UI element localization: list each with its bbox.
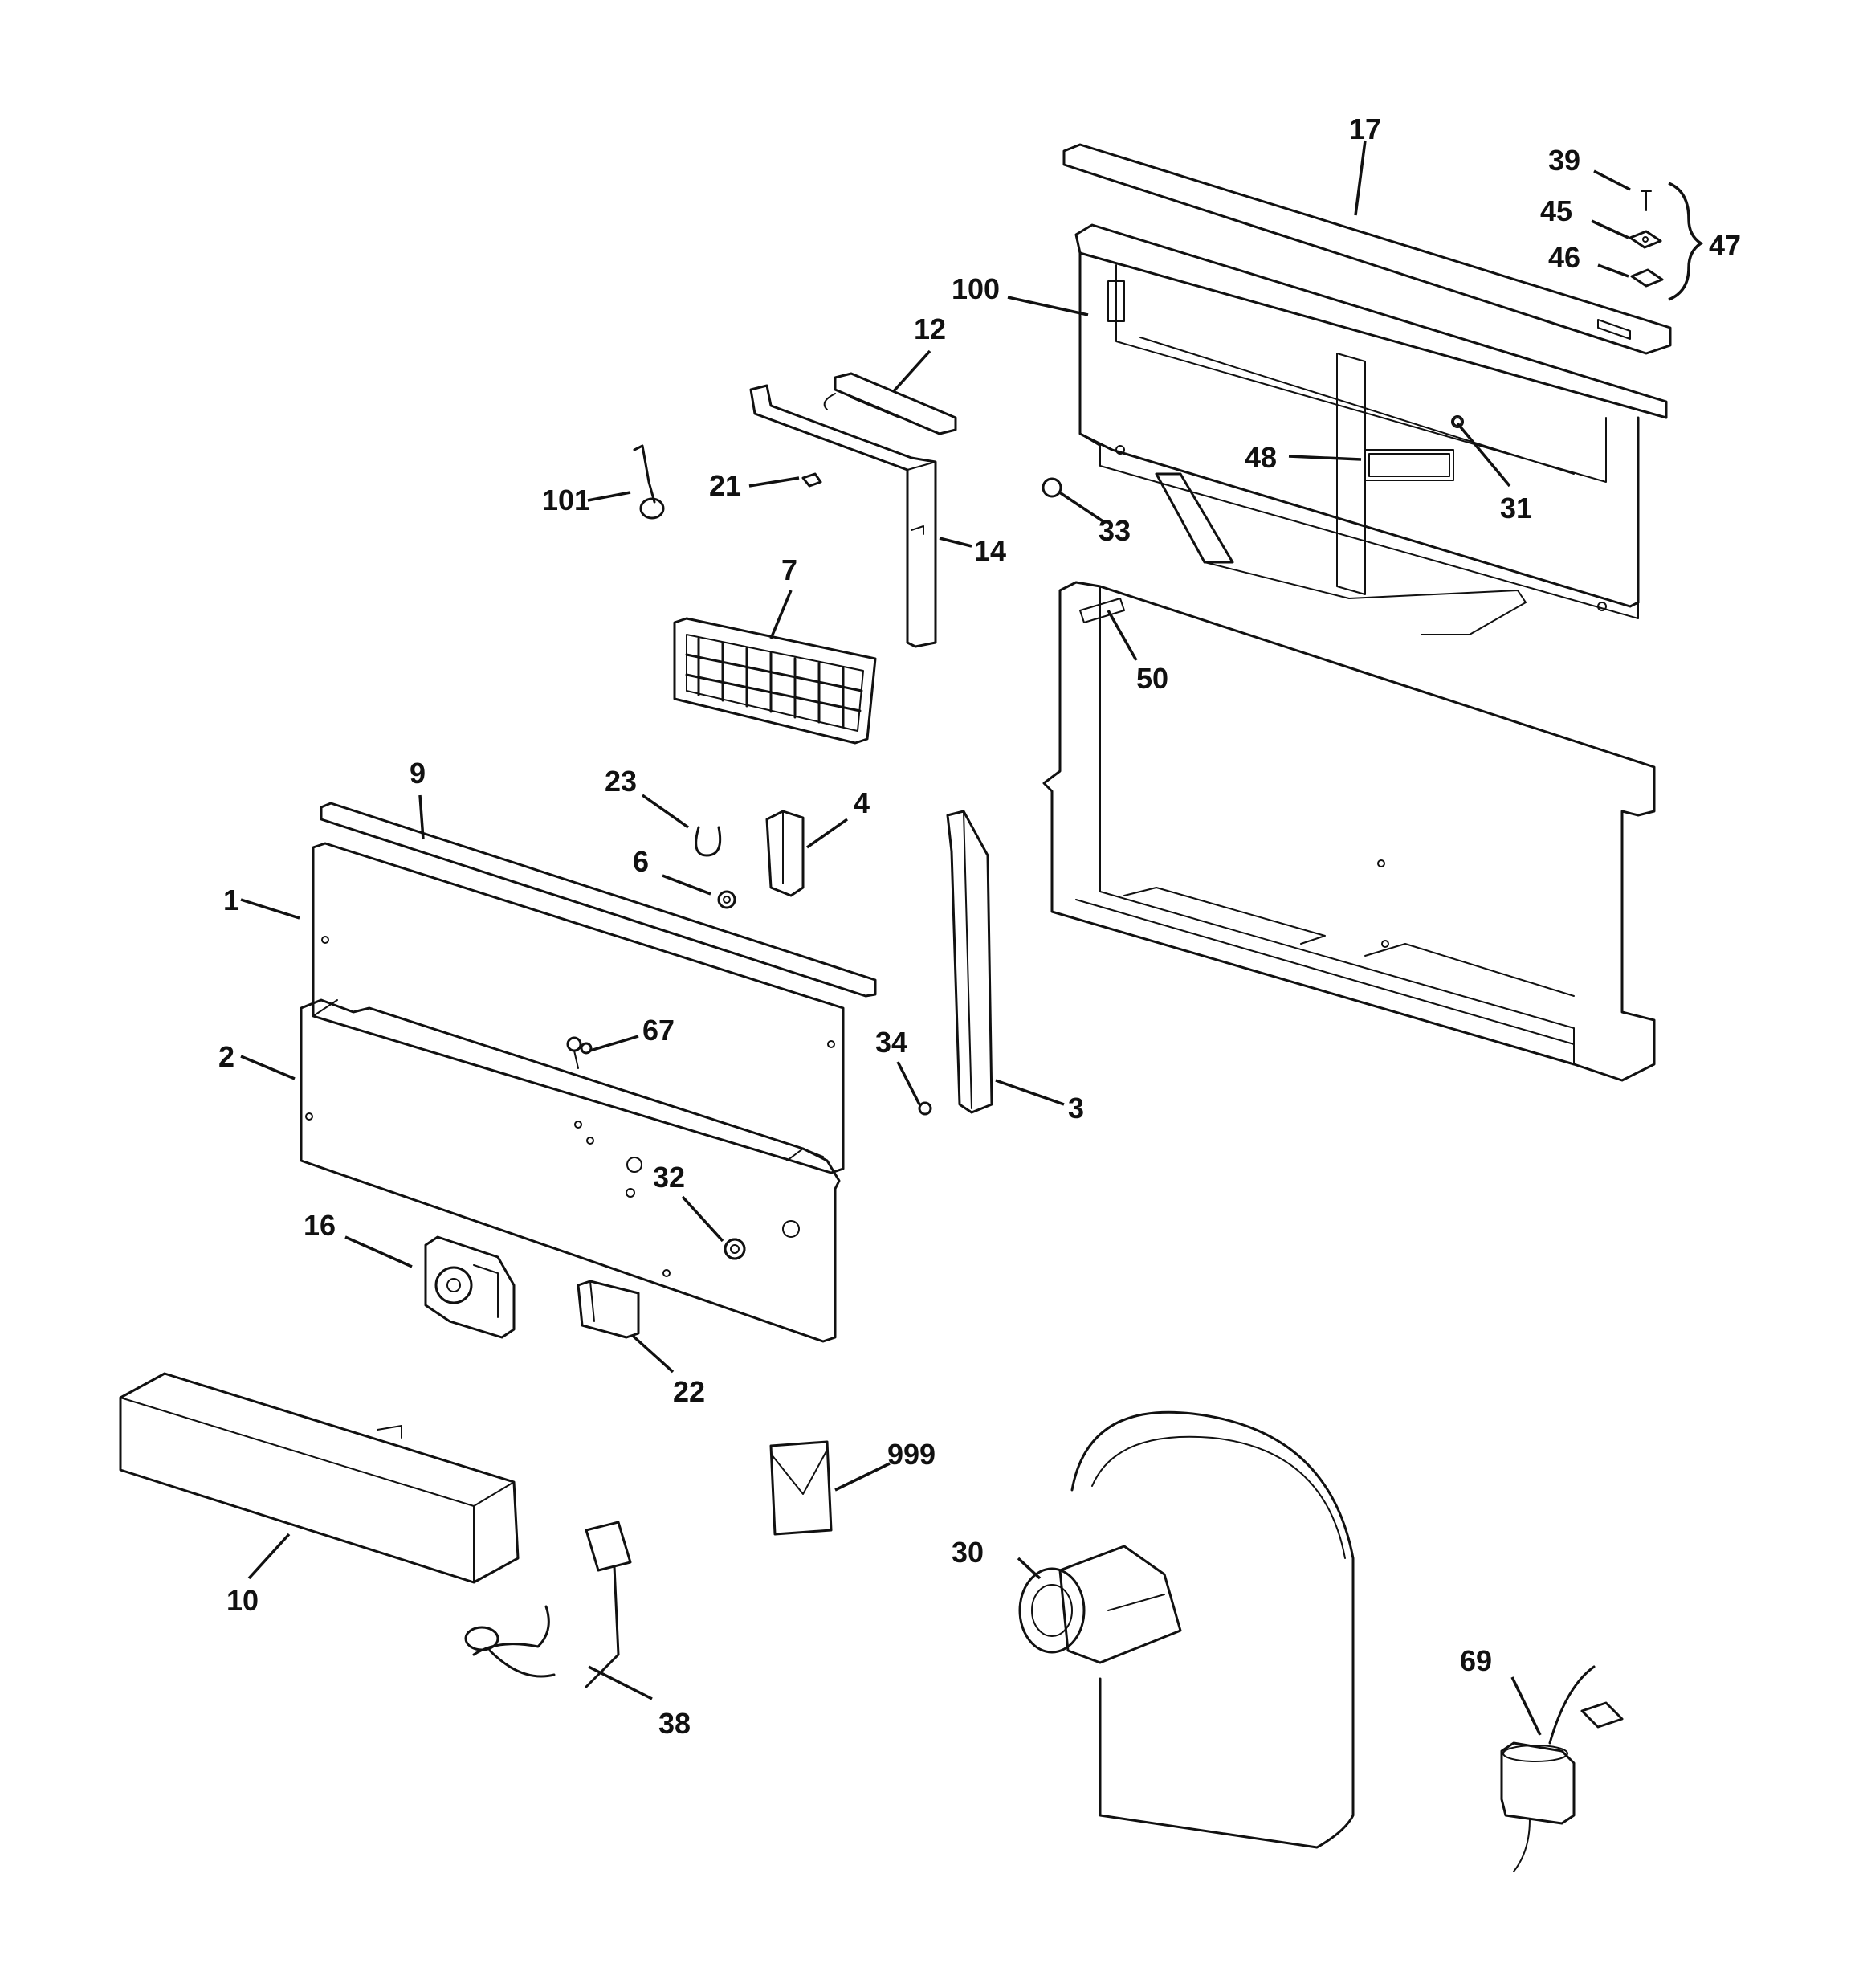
callout-17: 17	[1349, 112, 1381, 145]
callout-labels: 17 39 45 47 46 100 12 101 21 48 31 33 14…	[218, 112, 1741, 1740]
part-22-relay	[577, 1280, 640, 1339]
part-9-trim-strip	[320, 802, 877, 998]
part-16-motor-assembly	[424, 1235, 516, 1339]
callout-2: 2	[218, 1040, 234, 1073]
part-21-clip	[801, 472, 822, 488]
callout-46: 46	[1548, 241, 1580, 274]
callout-47: 47	[1709, 229, 1741, 262]
callout-7: 7	[781, 553, 797, 586]
part-2-control-panel	[300, 998, 841, 1343]
callout-32: 32	[653, 1161, 685, 1194]
callout-48: 48	[1245, 441, 1277, 474]
callout-39: 39	[1548, 144, 1580, 177]
callout-12: 12	[914, 312, 946, 345]
callout-67: 67	[642, 1014, 675, 1047]
part-67-screw	[566, 1036, 582, 1069]
callout-9: 9	[410, 757, 426, 790]
callout-14: 14	[974, 534, 1006, 567]
part-45-nut	[1629, 230, 1662, 249]
callout-10: 10	[226, 1584, 259, 1617]
part-14-l-bracket	[749, 384, 937, 648]
part-48-label	[1368, 453, 1450, 477]
callout-22: 22	[673, 1375, 705, 1408]
callout-30: 30	[952, 1536, 984, 1569]
callout-33: 33	[1099, 514, 1131, 547]
part-69-capacitor	[1500, 1665, 1624, 1872]
callout-999: 999	[887, 1438, 936, 1471]
callout-21: 21	[709, 469, 741, 502]
part-17-top-cover	[1062, 143, 1672, 355]
callout-31: 31	[1500, 492, 1532, 525]
callout-4: 4	[854, 786, 870, 819]
part-23-u-clip	[695, 826, 722, 857]
leader-lines	[240, 140, 1704, 1736]
part-46-clip	[1630, 268, 1664, 288]
part-999-literature	[769, 1440, 833, 1536]
part-10-electrical-box	[119, 1372, 520, 1584]
part-50-lower-housing	[1042, 581, 1656, 1082]
part-31-screw	[1453, 417, 1462, 427]
callout-16: 16	[304, 1209, 336, 1242]
callout-6: 6	[633, 845, 649, 878]
part-32-knob	[724, 1238, 746, 1260]
callout-101: 101	[542, 484, 590, 516]
callout-23: 23	[605, 765, 637, 798]
callout-50: 50	[1136, 662, 1168, 695]
part-33-knob	[1042, 477, 1062, 498]
callout-3: 3	[1068, 1092, 1084, 1125]
part-101-hook	[633, 444, 665, 520]
callout-100: 100	[952, 272, 1000, 305]
callout-1: 1	[223, 884, 239, 916]
callout-45: 45	[1540, 194, 1572, 227]
part-7-filter	[673, 617, 877, 745]
part-12-switch-bracket	[823, 372, 957, 435]
part-39-screw	[1641, 190, 1652, 211]
callout-38: 38	[658, 1707, 691, 1740]
part-1-front-panel	[312, 842, 845, 1174]
callout-34: 34	[875, 1026, 907, 1059]
part-30-blower	[1018, 1410, 1355, 1849]
part-38-power-cord	[464, 1521, 632, 1688]
part-6-screw	[717, 890, 736, 909]
part-100-upper-housing	[1074, 223, 1668, 635]
callout-69: 69	[1460, 1644, 1492, 1677]
part-3-vertical-rail	[946, 810, 993, 1114]
part-4-bracket	[765, 810, 805, 897]
part-34-screw	[918, 1101, 932, 1116]
